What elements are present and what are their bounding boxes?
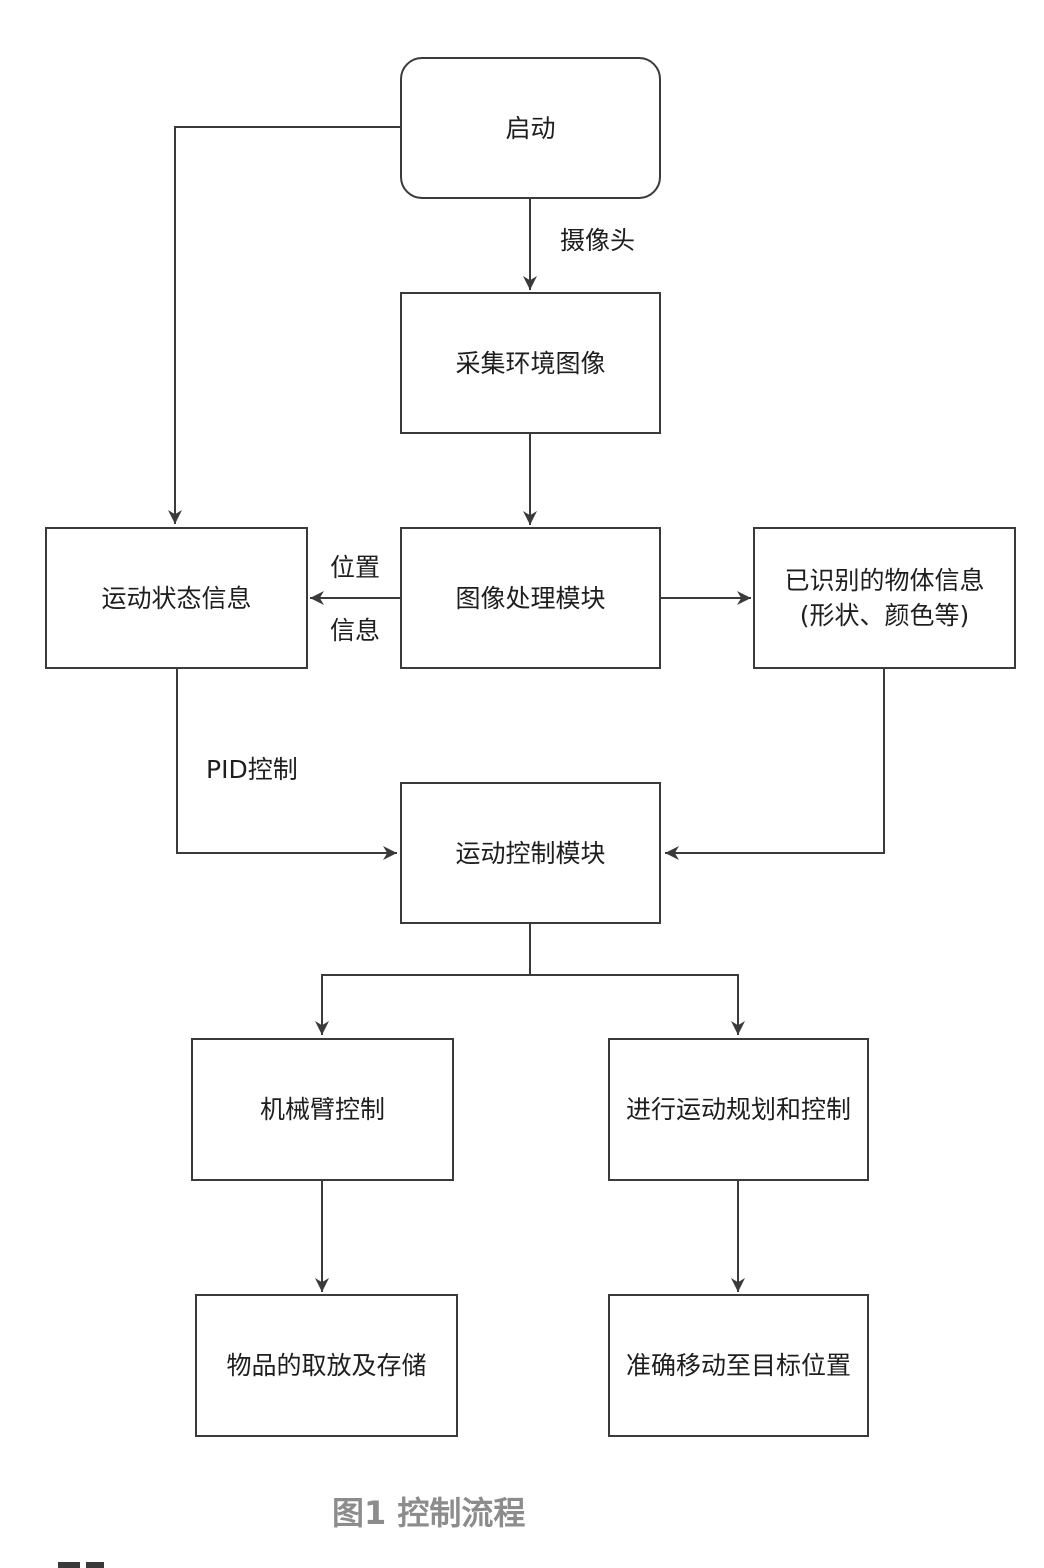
position-edge-label-line1: 位置 <box>330 553 381 582</box>
move-target-label: 准确移动至目标位置 <box>625 1351 851 1380</box>
move-target-node: 准确移动至目标位置 <box>608 1294 869 1437</box>
motion-planning-label: 进行运动规划和控制 <box>625 1095 851 1124</box>
image-processing-label: 图像处理模块 <box>455 583 606 613</box>
image-processing-node: 图像处理模块 <box>400 527 661 669</box>
motion-state-node: 运动状态信息 <box>45 527 308 669</box>
edge-recognized-to-motion-control <box>665 668 885 860</box>
pid-edge-label: PID控制 <box>206 755 298 784</box>
capture-image-node: 采集环境图像 <box>400 292 661 434</box>
pick-place-node: 物品的取放及存储 <box>195 1294 458 1437</box>
pick-place-label: 物品的取放及存储 <box>226 1351 427 1380</box>
edge-split-to-planning <box>530 974 745 1035</box>
edge-start-to-motion-state <box>168 126 401 524</box>
figure-caption: 图1 控制流程 <box>332 1494 526 1532</box>
recognized-object-label: 已识别的物体信息 (形状、颜色等) <box>784 566 985 630</box>
start-node-label: 启动 <box>505 113 556 143</box>
capture-image-label: 采集环境图像 <box>455 348 606 378</box>
arm-control-node: 机械臂控制 <box>191 1038 454 1181</box>
motion-control-label: 运动控制模块 <box>455 838 606 868</box>
edge-motion-state-to-motion-control <box>176 668 397 860</box>
camera-edge-label: 摄像头 <box>560 226 636 255</box>
motion-planning-node: 进行运动规划和控制 <box>608 1038 869 1181</box>
motion-control-node: 运动控制模块 <box>400 782 661 924</box>
start-node: 启动 <box>400 57 661 199</box>
edge-split-to-arm-control <box>315 974 530 1035</box>
cropped-text-bottom <box>58 1556 118 1568</box>
recognized-object-node: 已识别的物体信息 (形状、颜色等) <box>753 527 1016 669</box>
position-edge-label-line2: 信息 <box>330 616 381 645</box>
arm-control-label: 机械臂控制 <box>259 1095 385 1124</box>
motion-state-label: 运动状态信息 <box>101 583 252 613</box>
